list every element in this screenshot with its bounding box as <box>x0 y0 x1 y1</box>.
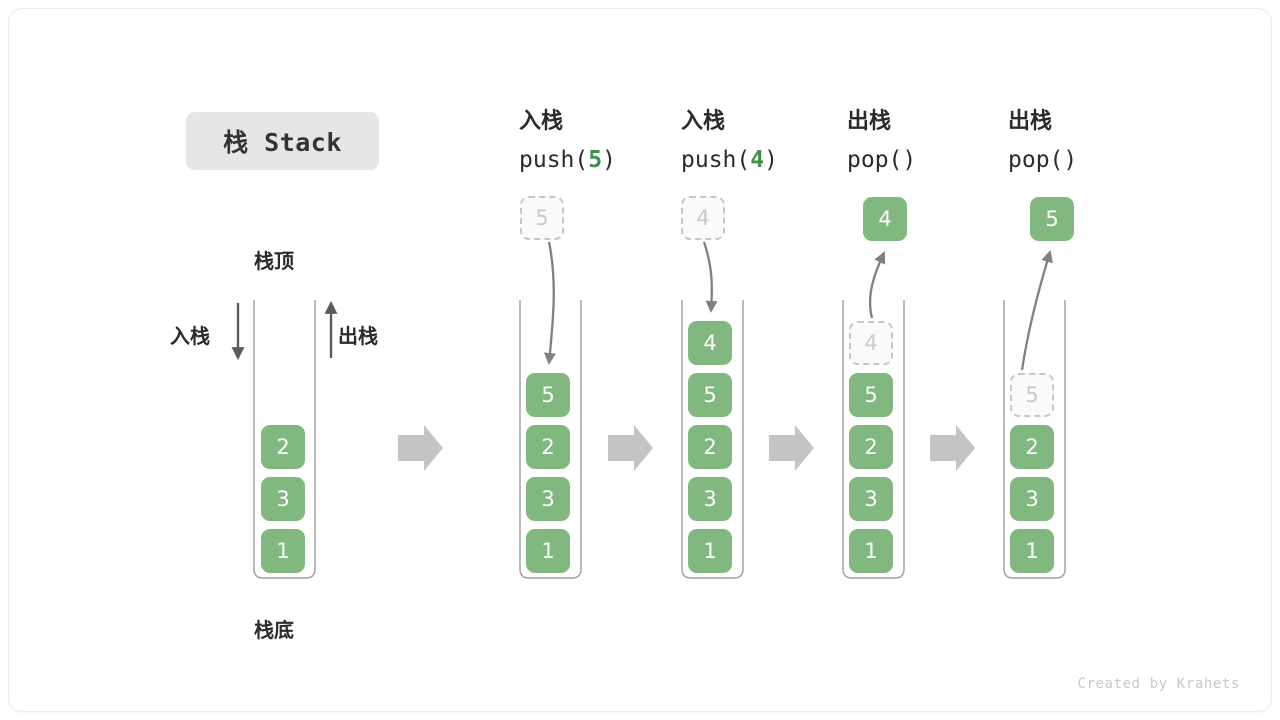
stack-block: 2 <box>1010 425 1054 469</box>
column-caption-push-5: 入栈 push(5) <box>519 103 616 179</box>
stack-bottom-label: 栈底 <box>254 618 294 642</box>
caption-cn-push-4: 入栈 <box>681 109 726 134</box>
ghost-block: 5 <box>520 196 564 240</box>
floating-popped-block: 4 <box>863 197 907 241</box>
column-caption-pop-1: 出栈 pop() <box>847 103 916 179</box>
ghost-block: 5 <box>1010 373 1054 417</box>
column-caption-push-4: 入栈 push(4) <box>681 103 778 179</box>
caption-code-text: push( <box>681 147 751 173</box>
caption-cn-pop-2: 出栈 <box>1008 109 1053 134</box>
pop-direction-label: 出栈 <box>338 324 378 348</box>
floating-popped-block: 5 <box>1030 197 1074 241</box>
caption-code-end: ) <box>764 147 778 173</box>
caption-cn-push-5: 入栈 <box>519 109 564 134</box>
caption-code-arg: 5 <box>588 147 603 173</box>
stack-block: 2 <box>261 425 305 469</box>
ghost-block: 4 <box>849 321 893 365</box>
stack-block: 2 <box>526 425 570 469</box>
credit-text: Created by Krahets <box>1077 676 1240 692</box>
caption-code-arg: 4 <box>750 147 765 173</box>
stack-block: 2 <box>849 425 893 469</box>
stack-block: 5 <box>849 373 893 417</box>
stack-block: 2 <box>688 425 732 469</box>
caption-code-text: push( <box>519 147 589 173</box>
push-direction-label: 入栈 <box>170 324 210 348</box>
stack-block: 3 <box>849 477 893 521</box>
stack-block: 3 <box>526 477 570 521</box>
caption-cn-pop-1: 出栈 <box>847 109 892 134</box>
stack-block: 1 <box>261 529 305 573</box>
title-badge-label: 栈 Stack <box>223 128 342 157</box>
stack-block: 4 <box>688 321 732 365</box>
stack-block: 1 <box>688 529 732 573</box>
caption-code-push-4: push(4) <box>681 141 778 179</box>
stack-block: 1 <box>1010 529 1054 573</box>
stack-block: 5 <box>688 373 732 417</box>
stack-block: 3 <box>1010 477 1054 521</box>
caption-code-push-5: push(5) <box>519 141 616 179</box>
caption-code-pop-2: pop() <box>1008 147 1078 173</box>
stack-top-label: 栈顶 <box>254 249 294 273</box>
caption-code-pop-1: pop() <box>847 147 917 173</box>
ghost-block: 4 <box>681 196 725 240</box>
stack-block: 5 <box>526 373 570 417</box>
stack-block: 3 <box>688 477 732 521</box>
caption-code-end: ) <box>602 147 616 173</box>
title-badge: 栈 Stack <box>186 112 379 170</box>
column-caption-pop-2: 出栈 pop() <box>1008 103 1077 179</box>
stack-block: 1 <box>526 529 570 573</box>
stack-block: 3 <box>261 477 305 521</box>
stack-block: 1 <box>849 529 893 573</box>
